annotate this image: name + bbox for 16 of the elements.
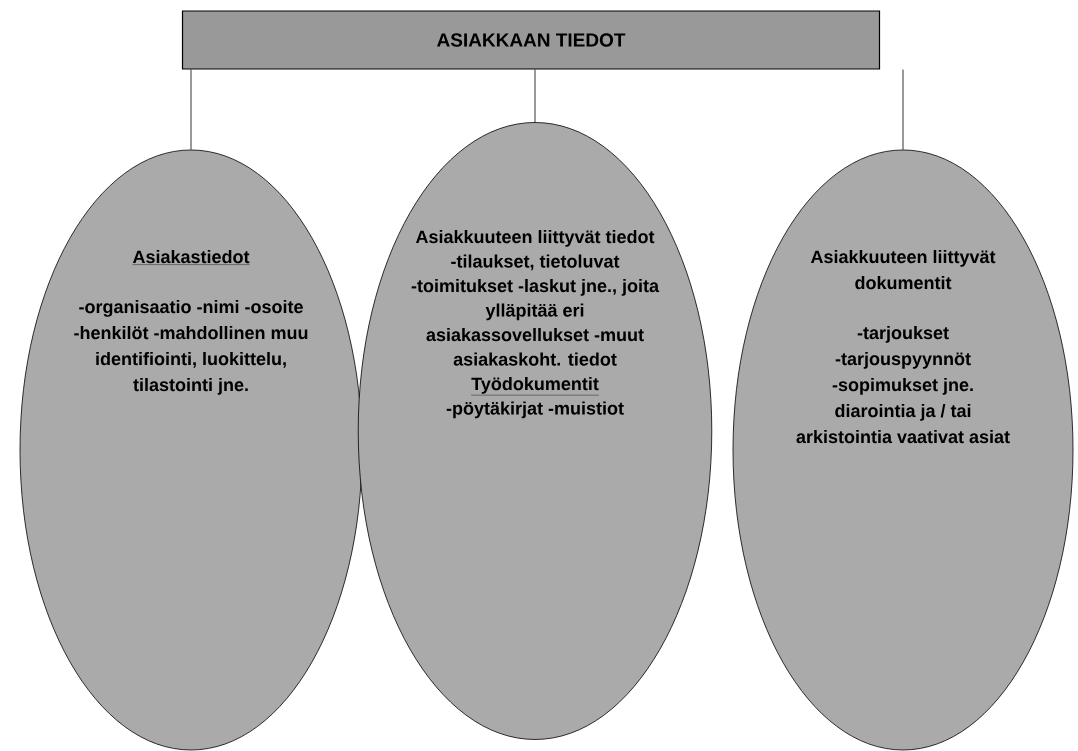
ellipse: [357, 122, 713, 740]
connector-line: [534, 69, 536, 123]
connector-line: [190, 69, 192, 150]
ellipse: [19, 149, 363, 751]
list-text: -organisaatio -nimi -osoite -henkilöt -mahdollinen muu identifiointi, luokittelu, tilastointi jne.: [74, 300, 308, 395]
list-text: -tilaukset, tietoluvat -toimitukset -laskut jne., joita ylläpitää eri asiakassovellukset -muut asiakaskoht. tiedot: [411, 254, 660, 366]
connector-line: [902, 69, 904, 150]
heading-text: Työdokumentit: [471, 377, 600, 396]
title-text: ASIAKKAAN TIEDOT: [437, 33, 626, 47]
list-text: -tarjoukset -tarjouspyynnöt -sopimukset jne. diarointia ja / tai arkistointia vaativat asiat: [796, 326, 1010, 444]
heading-text: Asiakastiedot: [132, 250, 250, 265]
list-text: -pöytäkirjat -muistiot: [446, 401, 624, 419]
title-bar: [181, 10, 881, 70]
ellipse: [732, 149, 1074, 751]
heading-text: Asiakkuuteen liittyvät dokumentit: [810, 250, 996, 290]
heading-text: Asiakkuuteen liittyvät tiedot: [415, 230, 655, 247]
